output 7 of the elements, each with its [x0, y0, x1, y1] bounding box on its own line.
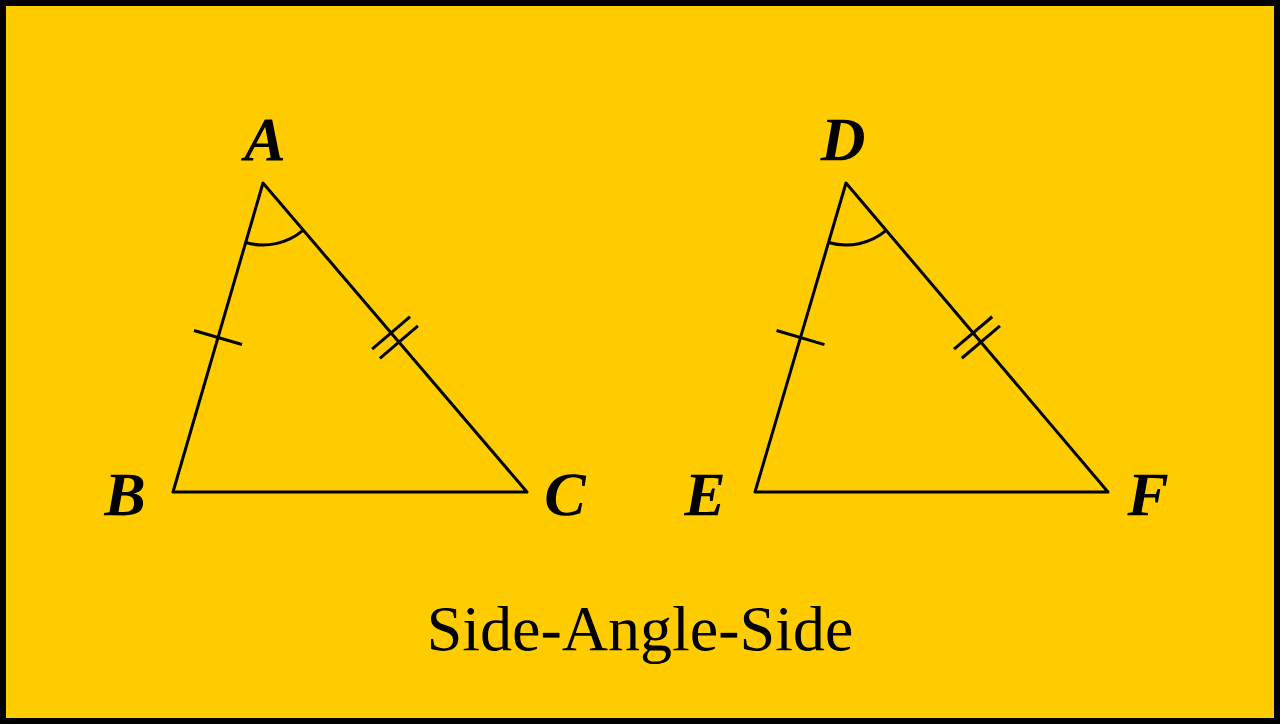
vertex-label: B [103, 474, 144, 516]
vertex-label: F [1127, 474, 1168, 516]
vertex-label: D [820, 119, 864, 161]
vertex-label: A [241, 119, 284, 161]
caption: Side-Angle-Side [431, 605, 852, 665]
vertex-label: E [683, 474, 723, 516]
vertex-label: C [546, 474, 587, 516]
